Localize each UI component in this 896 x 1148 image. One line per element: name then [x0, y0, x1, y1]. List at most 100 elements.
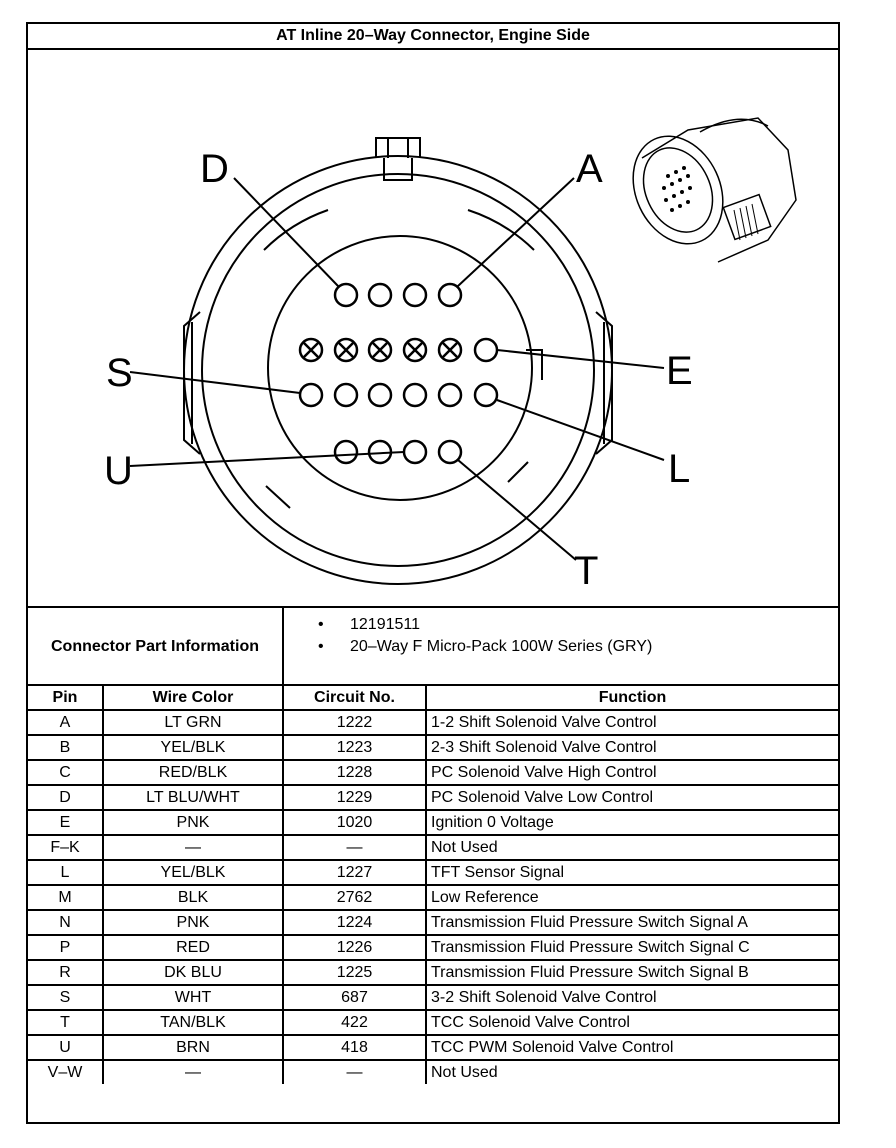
cell-wire-color: RED/BLK [102, 759, 284, 786]
connector-outer-ring [183, 155, 613, 585]
connector-left-rib [183, 311, 201, 455]
cell-circuit-no: 1228 [282, 759, 427, 786]
cell-wire-color: BLK [102, 884, 284, 911]
callout-d: D [200, 147, 229, 191]
cell-pin: A [28, 709, 104, 736]
part-description: •20–Way F Micro-Pack 100W Series (GRY) [284, 636, 838, 658]
header-circuit-no: Circuit No. [282, 684, 427, 711]
callout-t: T [574, 549, 598, 593]
connector-latch [375, 137, 421, 181]
cell-wire-color: — [102, 1059, 284, 1084]
keying-step [526, 349, 543, 380]
callout-s: S [106, 351, 133, 395]
cell-function: TCC PWM Solenoid Valve Control [425, 1034, 838, 1061]
table-row: F–K——Not Used [28, 834, 838, 861]
cell-pin: S [28, 984, 104, 1011]
cell-circuit-no: 2762 [282, 884, 427, 911]
cell-function: Transmission Fluid Pressure Switch Signa… [425, 959, 838, 986]
cell-function: Low Reference [425, 884, 838, 911]
cell-circuit-no: 1224 [282, 909, 427, 936]
cell-circuit-no: 687 [282, 984, 427, 1011]
cell-pin: F–K [28, 834, 104, 861]
cell-function: Not Used [425, 1059, 838, 1084]
cell-function: TFT Sensor Signal [425, 859, 838, 886]
pin-t [437, 439, 463, 465]
header-pin: Pin [28, 684, 104, 711]
pin-n [402, 382, 428, 408]
cell-circuit-no: 1227 [282, 859, 427, 886]
leader-s [129, 371, 301, 394]
cell-function: Not Used [425, 834, 838, 861]
cell-wire-color: YEL/BLK [102, 859, 284, 886]
cell-pin: V–W [28, 1059, 104, 1084]
cell-wire-color: LT BLU/WHT [102, 784, 284, 811]
cell-circuit-no: 418 [282, 1034, 427, 1061]
connector-inner-ring [201, 173, 595, 567]
cell-function: Transmission Fluid Pressure Switch Signa… [425, 934, 838, 961]
cell-function: 3-2 Shift Solenoid Valve Control [425, 984, 838, 1011]
cell-pin: D [28, 784, 104, 811]
cell-function: 2-3 Shift Solenoid Valve Control [425, 734, 838, 761]
connector-part-info: Connector Part Information •12191511 •20… [28, 606, 838, 686]
cell-function: Ignition 0 Voltage [425, 809, 838, 836]
cell-wire-color: YEL/BLK [102, 734, 284, 761]
pin-field-circle [267, 235, 533, 501]
callout-u: U [104, 449, 133, 493]
leader-d [233, 177, 339, 287]
connector-sheet: AT Inline 20–Way Connector, Engine Side [26, 22, 840, 1124]
cell-pin: C [28, 759, 104, 786]
cell-circuit-no: — [282, 1059, 427, 1084]
cell-function: PC Solenoid Valve High Control [425, 759, 838, 786]
pin-w [333, 439, 359, 465]
pin-e [473, 337, 499, 363]
cell-pin: B [28, 734, 104, 761]
pin-r [333, 382, 359, 408]
pinout-header-row: Pin Wire Color Circuit No. Function [28, 684, 838, 711]
cell-circuit-no: 422 [282, 1009, 427, 1036]
callout-e: E [666, 349, 693, 393]
cell-circuit-no: 1223 [282, 734, 427, 761]
cell-pin: U [28, 1034, 104, 1061]
connector-part-info-label: Connector Part Information [28, 608, 284, 686]
pin-b [402, 282, 428, 308]
connector-part-info-list: •12191511 •20–Way F Micro-Pack 100W Seri… [284, 614, 838, 658]
connector-figure: D A S E U L T [28, 50, 838, 606]
pin-u [402, 439, 428, 465]
keying-notch-right [507, 461, 529, 483]
cell-pin: R [28, 959, 104, 986]
cell-function: 1-2 Shift Solenoid Valve Control [425, 709, 838, 736]
pin-d [333, 282, 359, 308]
leader-e [496, 349, 665, 369]
leader-u [129, 451, 405, 467]
callout-a: A [576, 147, 603, 191]
header-wire-color: Wire Color [102, 684, 284, 711]
cell-pin: N [28, 909, 104, 936]
connector-right-rib [595, 311, 613, 455]
cell-pin: L [28, 859, 104, 886]
cell-function: TCC Solenoid Valve Control [425, 1009, 838, 1036]
cell-pin: T [28, 1009, 104, 1036]
cell-pin: E [28, 809, 104, 836]
pin-c [367, 282, 393, 308]
header-function: Function [425, 684, 838, 711]
leader-a [457, 177, 575, 287]
part-number: •12191511 [284, 614, 838, 636]
cell-pin: M [28, 884, 104, 911]
cell-wire-color: RED [102, 934, 284, 961]
connector-3d-thumbnail [632, 117, 797, 263]
connector-face-diagram: D A S E U L T [104, 117, 797, 593]
cell-wire-color: PNK [102, 809, 284, 836]
cell-function: Transmission Fluid Pressure Switch Signa… [425, 909, 838, 936]
cell-wire-color: BRN [102, 1034, 284, 1061]
unused-pin-marks [303, 342, 458, 358]
